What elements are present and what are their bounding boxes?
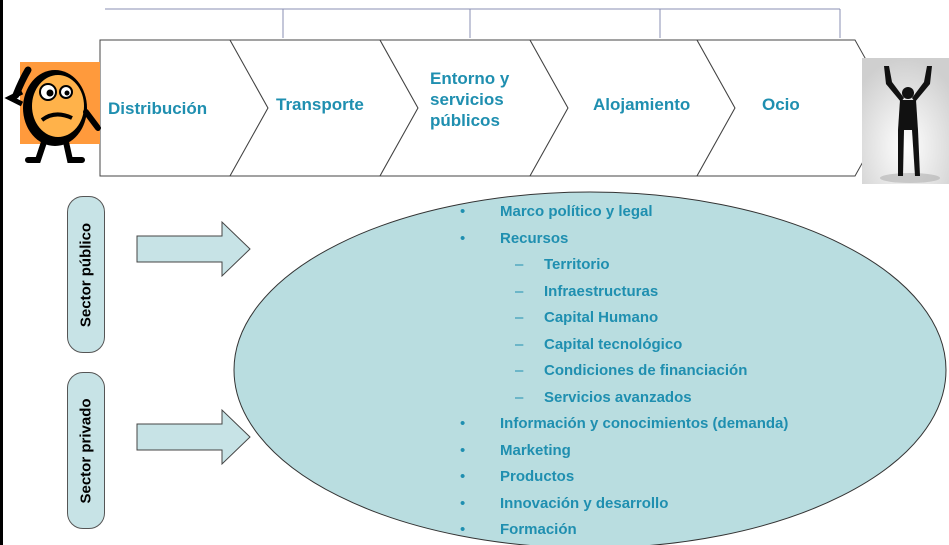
left-border-line xyxy=(0,0,3,545)
list-item: – Infraestructuras xyxy=(455,279,905,306)
list-item-text: Territorio xyxy=(544,256,610,273)
private-sector-text: Sector privado xyxy=(77,397,95,504)
bullet-marker: • xyxy=(460,203,466,220)
list-item: – Condiciones de financiación xyxy=(455,358,905,385)
list-item: • Formación xyxy=(455,517,905,544)
celebrating-person-silhouette-icon xyxy=(862,58,949,184)
bullet-marker: • xyxy=(460,468,466,485)
list-item-text: Marco político y legal xyxy=(500,203,653,220)
list-item: • Información y conocimientos (demanda) xyxy=(455,411,905,438)
list-item-text: Capital Humano xyxy=(544,309,659,326)
chain-label-transporte: Transporte xyxy=(276,95,364,114)
list-item: • Marco político y legal xyxy=(455,199,905,226)
public-sector-arrow xyxy=(136,220,251,278)
bullet-marker: • xyxy=(460,415,466,432)
dash-marker: – xyxy=(515,388,524,406)
chain-label-entorno: Entorno y servicios públicos xyxy=(430,69,510,130)
bullet-marker: • xyxy=(460,521,466,538)
resources-ellipse xyxy=(233,191,947,545)
list-item: • Innovación y desarrollo xyxy=(455,491,905,518)
list-item: – Capital tecnológico xyxy=(455,332,905,359)
bullet-marker: • xyxy=(460,494,466,512)
list-item: • Marketing xyxy=(455,438,905,465)
worried-cartoon-character-icon xyxy=(4,62,101,163)
dash-marker: – xyxy=(515,282,524,300)
resources-list: • Marco político y legal • Recursos – Terri… xyxy=(455,199,905,544)
top-frame xyxy=(105,8,841,38)
bullet-marker: • xyxy=(460,441,466,459)
list-item: • Recursos xyxy=(455,226,905,253)
list-item-text: Marketing xyxy=(500,441,571,459)
list-item-text: Innovación y desarrollo xyxy=(500,494,669,512)
dash-marker: – xyxy=(515,309,524,326)
dash-marker: – xyxy=(515,335,524,353)
list-item: – Capital Humano xyxy=(455,305,905,332)
private-sector-arrow xyxy=(136,408,251,466)
chain-label-ocio: Ocio xyxy=(762,95,800,114)
public-sector-text: Sector público xyxy=(77,222,95,327)
chain-label-distribucion: Distribución xyxy=(108,99,208,118)
list-item-text: Infraestructuras xyxy=(544,282,659,300)
dash-marker: – xyxy=(515,362,524,379)
list-item-text: Recursos xyxy=(500,229,569,247)
dash-marker: – xyxy=(515,256,524,273)
chain-label-alojamiento: Alojamiento xyxy=(593,95,691,114)
bullet-marker: • xyxy=(460,229,466,247)
list-item-text: Información y conocimientos (demanda) xyxy=(500,415,789,432)
list-item-text: Formación xyxy=(500,521,577,538)
list-item: – Territorio xyxy=(455,252,905,279)
public-sector-label: Sector público xyxy=(67,196,105,353)
list-item: • Productos xyxy=(455,464,905,491)
list-item-text: Servicios avanzados xyxy=(544,388,692,406)
private-sector-label: Sector privado xyxy=(67,372,105,529)
list-item-text: Condiciones de financiación xyxy=(544,362,748,379)
value-chain xyxy=(99,39,894,177)
list-item-text: Productos xyxy=(500,468,575,485)
chevron-ocio xyxy=(696,39,894,177)
list-item-text: Capital tecnológico xyxy=(544,335,683,353)
list-item: – Servicios avanzados xyxy=(455,385,905,412)
